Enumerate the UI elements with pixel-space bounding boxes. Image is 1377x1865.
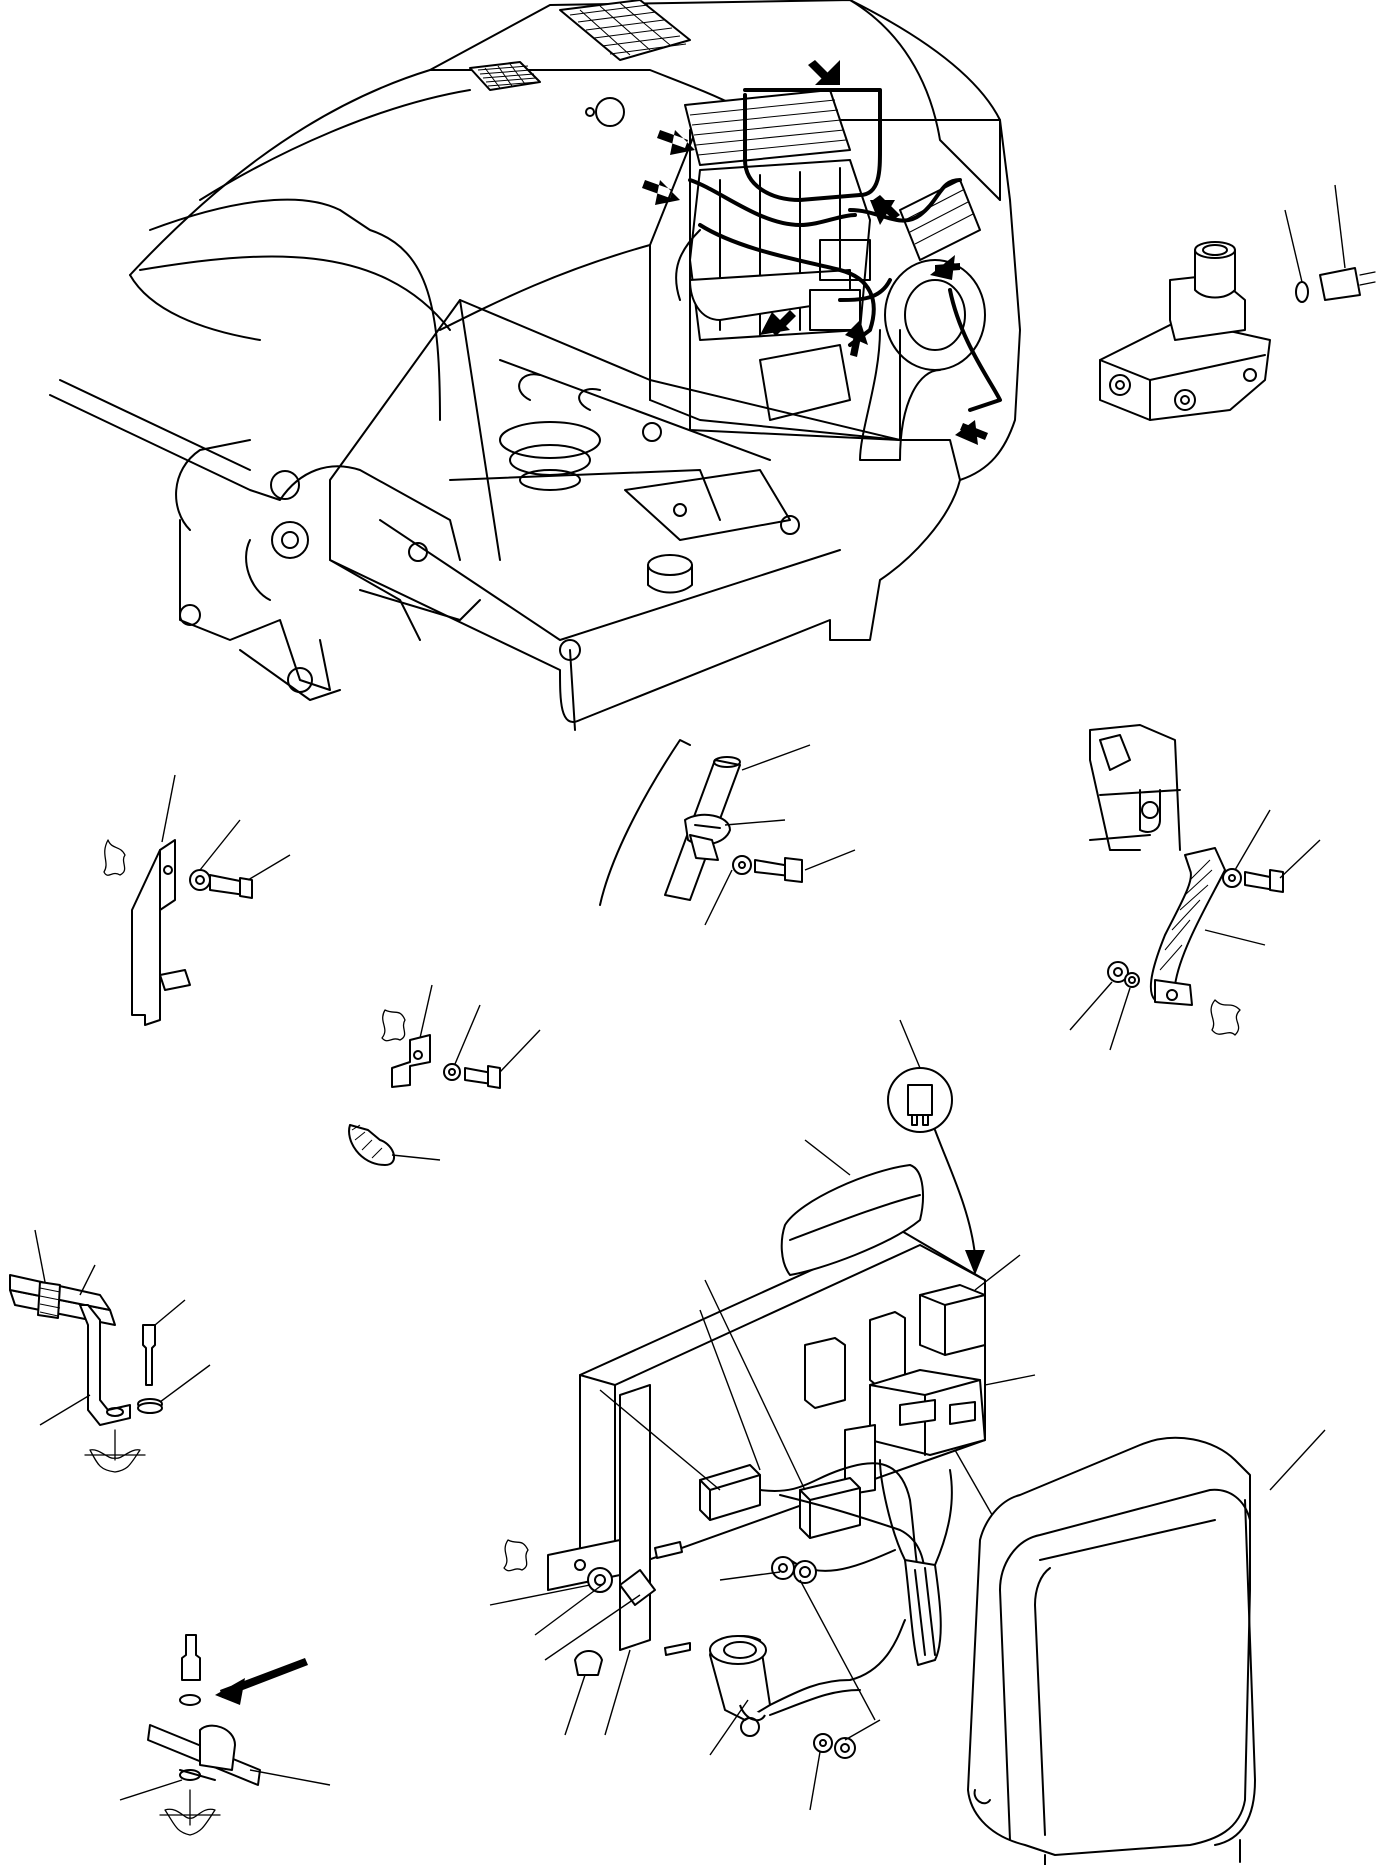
cap-bolt xyxy=(585,107,595,117)
hood-fold-1 xyxy=(199,89,471,201)
grille-top-left xyxy=(469,61,541,91)
clip-body xyxy=(199,1724,236,1771)
revolving-frame xyxy=(329,299,961,731)
mounting-bracket-plate xyxy=(619,1384,651,1651)
pressure-switch-detail xyxy=(1099,184,1376,421)
arrow-2 xyxy=(657,130,695,155)
bracket-plate xyxy=(131,839,176,1026)
wire-harness xyxy=(904,1559,942,1666)
grille-top-center xyxy=(559,0,691,61)
arrow-8 xyxy=(955,420,988,445)
floor-plate xyxy=(624,469,791,541)
sensor xyxy=(1319,267,1361,301)
knurled-screw xyxy=(574,1650,603,1676)
cable-tie xyxy=(348,1124,395,1166)
hood-fold-3 xyxy=(149,198,341,231)
hood-side-2 xyxy=(129,274,261,341)
controller-housing xyxy=(967,1436,1251,1856)
boom-bracket xyxy=(49,379,481,701)
callout-arrows xyxy=(642,60,988,445)
cable-tie-detail xyxy=(348,1124,441,1166)
stud-2 xyxy=(664,1642,691,1656)
fan-shroud xyxy=(884,259,986,371)
leader-sensor xyxy=(1334,184,1346,269)
leader-washer xyxy=(1284,209,1303,283)
ground-strap-detail xyxy=(1069,724,1321,1051)
wire-harness-overview xyxy=(688,88,1002,412)
hood-outline xyxy=(129,0,1021,481)
fuse xyxy=(907,1084,933,1116)
arrow-1 xyxy=(808,60,840,85)
arrow-7 xyxy=(845,320,868,357)
arrow-3 xyxy=(642,180,680,205)
engine-case-edge xyxy=(599,739,691,906)
small-bracket-detail xyxy=(381,984,541,1089)
fuel-cap xyxy=(595,97,625,127)
clamp-bolt-vertical xyxy=(142,1324,156,1386)
grille-compartment xyxy=(684,89,981,261)
bracket-left-detail xyxy=(103,774,291,1026)
strap-frame xyxy=(1089,724,1181,851)
stud-1 xyxy=(654,1541,683,1559)
ground-strap xyxy=(1149,847,1226,1001)
hood-front xyxy=(339,209,441,421)
clip-arrow xyxy=(215,1658,308,1705)
arrow-4 xyxy=(870,195,900,225)
fuse-pointer xyxy=(934,1129,976,1256)
wire-clamp-bracket-detail xyxy=(9,1229,211,1473)
relay-box-assembly xyxy=(489,1019,1106,1811)
clip-clamp-detail xyxy=(119,1634,331,1836)
plate-bolt xyxy=(619,1569,656,1606)
hood-right-curve xyxy=(849,0,1001,201)
arrow-5 xyxy=(930,255,960,280)
clip-bolt xyxy=(181,1634,201,1681)
small-bracket-plate xyxy=(391,1034,431,1088)
clip-washer xyxy=(179,1694,201,1706)
clamp-bracket xyxy=(79,1304,131,1426)
relay-3 xyxy=(804,1337,846,1409)
compartment-floor xyxy=(649,399,901,441)
hood-fold-2 xyxy=(139,255,451,331)
controller-detail xyxy=(967,1429,1326,1865)
fuse-box-cover xyxy=(780,1164,924,1276)
switch-nozzle xyxy=(1194,241,1236,259)
relay-1 xyxy=(919,1284,986,1356)
swing-bearing xyxy=(499,421,601,459)
arrow-6 xyxy=(760,310,796,336)
machine-overview xyxy=(49,0,1021,731)
seal-washer xyxy=(1295,281,1309,303)
hose-clamp-detail xyxy=(599,739,856,926)
hood-side xyxy=(439,244,651,331)
engine xyxy=(675,159,986,461)
